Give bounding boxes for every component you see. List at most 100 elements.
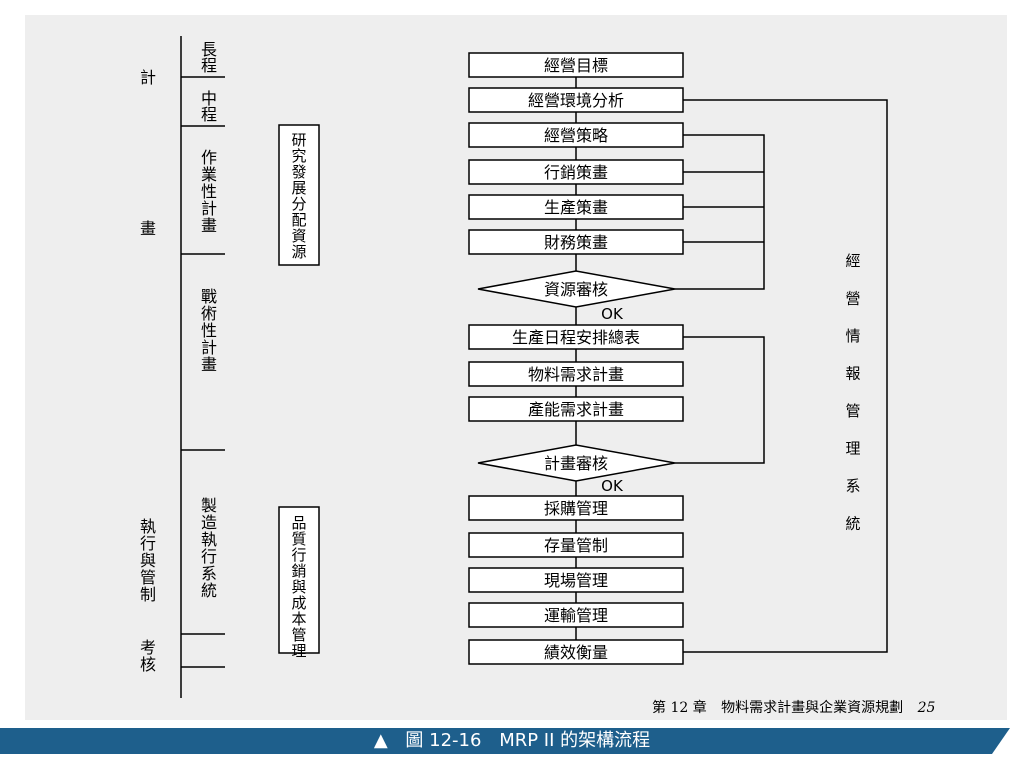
rd-box-char: 發 — [291, 163, 306, 181]
operational-char: 計 — [201, 199, 217, 218]
mis-label-char: 理 — [845, 440, 860, 458]
long-term-char: 程 — [201, 56, 217, 75]
rd-box-char: 配 — [291, 211, 306, 229]
manufacturing-char: 造 — [201, 513, 217, 532]
exec-label-char: 執 — [140, 517, 156, 536]
manufacturing-char: 系 — [201, 564, 217, 583]
ok-label-2: OK — [601, 477, 624, 495]
operational-char: 業 — [201, 165, 217, 184]
flow-box-label-11: 現場管理 — [544, 571, 608, 590]
exec-label-char: 行 — [140, 534, 156, 553]
plan-review-label: 計畫審核 — [544, 454, 608, 473]
footer-title: 物料需求計畫與企業資源規劃 — [721, 700, 904, 716]
quality-box-char: 與 — [291, 578, 306, 596]
mis-label-char: 系 — [845, 477, 860, 495]
mis-label-char: 經 — [845, 252, 860, 270]
assess-label-char: 核 — [140, 655, 156, 674]
operational-char: 作 — [201, 148, 217, 167]
flow-box-label-3: 行銷策畫 — [544, 163, 608, 182]
page-footer: 第 12 章 物料需求計畫與企業資源規劃 25 — [652, 697, 1004, 721]
figure-caption: ▲ 圖 12-16 MRP II 的架構流程 — [0, 728, 1024, 754]
resource-review-label: 資源審核 — [544, 280, 608, 299]
label-long-term: 長程 — [201, 40, 217, 75]
caption-figure-number: 圖 12-16 — [405, 730, 482, 751]
mis-label-char: 報 — [845, 365, 860, 383]
caption-title: MRP II 的架構流程 — [499, 730, 651, 751]
flow-box-label-0: 經營目標 — [544, 56, 608, 75]
flow-box-7 — [468, 361, 684, 387]
flow-box-4 — [468, 194, 684, 220]
rd-box-char: 展 — [291, 179, 306, 197]
mis-label-char: 營 — [845, 290, 860, 308]
ok-label-1: OK — [601, 305, 624, 323]
rd-box — [278, 124, 320, 266]
footer-chapter: 第 12 章 — [652, 700, 707, 716]
exec-label-char: 管 — [140, 568, 156, 587]
flow-box-label-12: 運輸管理 — [544, 606, 608, 625]
flow-box-3 — [468, 159, 684, 185]
flow-box-12 — [468, 602, 684, 628]
quality-box-char: 理 — [291, 642, 306, 660]
flow-box-0 — [468, 52, 684, 78]
exec-label-char: 制 — [140, 585, 156, 604]
tactical-char: 計 — [201, 338, 217, 357]
rd-box-char: 分 — [291, 195, 306, 213]
mis-label-char: 管 — [845, 402, 860, 420]
tactical-char: 術 — [201, 304, 217, 323]
manufacturing-char: 執 — [201, 530, 217, 549]
flow-box-11 — [468, 567, 684, 593]
plan-review-diamond — [477, 444, 676, 482]
quality-box-char: 銷 — [291, 562, 306, 580]
exec-label-char: 與 — [140, 551, 156, 570]
mid-term-char: 程 — [201, 105, 217, 124]
flow-box-2 — [468, 122, 684, 148]
label-assessment: 考核 — [140, 638, 156, 674]
tactical-char: 戰 — [201, 287, 217, 306]
assess-label-char: 考 — [140, 638, 156, 657]
flow-box-label-1: 經營環境分析 — [528, 91, 624, 110]
quality-box-char: 本 — [291, 610, 306, 628]
tactical-char: 畫 — [201, 355, 217, 374]
rd-box-char: 源 — [291, 243, 306, 261]
rd-box-char: 究 — [291, 147, 306, 165]
flow-box-label-9: 採購管理 — [544, 499, 608, 518]
caption-marker: ▲ — [373, 730, 388, 751]
operational-char: 畫 — [201, 216, 217, 235]
manufacturing-char: 行 — [201, 547, 217, 566]
flow-boxes: 經營目標經營環境分析經營策略行銷策畫生產策畫財務策畫生產日程安排總表物料需求計畫… — [468, 52, 684, 665]
mis-label-char: 統 — [845, 515, 860, 533]
rd-box-char: 研 — [291, 131, 306, 149]
manufacturing-char: 製 — [201, 496, 217, 515]
resource-review-diamond — [477, 270, 676, 308]
caption-bar — [0, 728, 1010, 754]
flow-box-5 — [468, 229, 684, 255]
flow-box-label-4: 生產策畫 — [544, 198, 608, 217]
operational-char: 性 — [201, 182, 217, 201]
flow-box-label-6: 生產日程安排總表 — [512, 328, 640, 347]
mid-term-char: 中 — [201, 89, 217, 108]
quality-box — [278, 506, 320, 654]
flow-box-9 — [468, 495, 684, 521]
timeline — [180, 36, 225, 698]
flow-box-label-2: 經營策略 — [544, 126, 608, 145]
manufacturing-char: 統 — [201, 581, 217, 600]
flow-connectors — [575, 77, 888, 653]
flow-box-label-13: 績效衡量 — [544, 643, 608, 662]
tactical-char: 性 — [201, 321, 217, 340]
quality-box-char: 質 — [291, 530, 306, 548]
flow-box-10 — [468, 532, 684, 558]
flow-box-label-10: 存量管制 — [544, 536, 608, 555]
quality-box-char: 管 — [291, 626, 306, 644]
quality-box-char: 行 — [291, 546, 306, 564]
flow-box-label-8: 產能需求計畫 — [528, 400, 624, 419]
flow-box-8 — [468, 396, 684, 422]
label-mid-term: 中程 — [201, 89, 217, 124]
footer-page: 25 — [917, 700, 936, 716]
